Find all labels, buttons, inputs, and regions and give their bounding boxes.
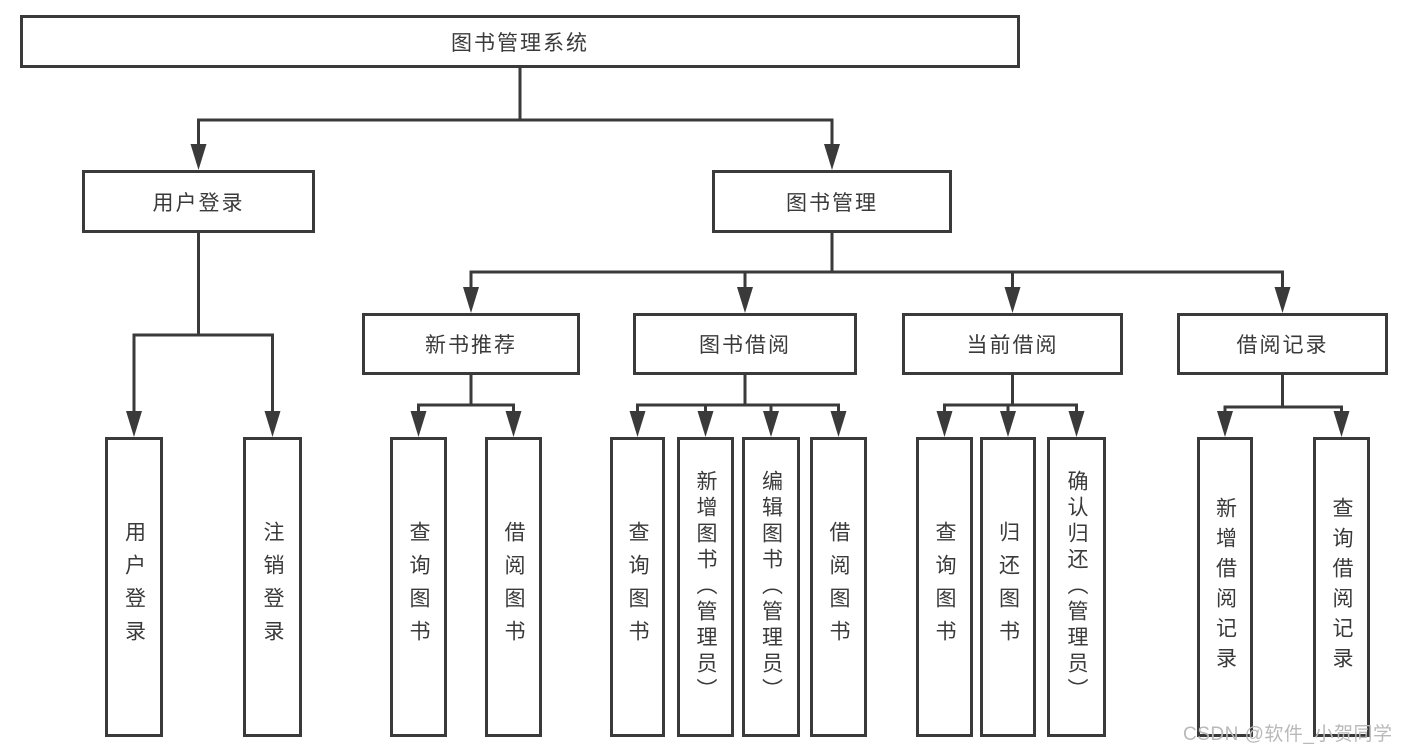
node-query-borrow-record: 查询借阅记录 <box>1313 437 1370 737</box>
node-label: 新书推荐 <box>425 334 517 357</box>
node-label: 查询借阅记录 <box>1330 497 1353 677</box>
node-book-borrowing: 图书借阅 <box>633 313 857 375</box>
node-label: 借阅图书 <box>502 521 525 653</box>
node-add-books-admin: 新增图书（管理员） <box>677 437 734 737</box>
node-label: 归还图书 <box>996 521 1020 653</box>
node-query-books-borrowing: 查询图书 <box>610 437 665 737</box>
node-query-books-current: 查询图书 <box>916 437 973 737</box>
node-label: 编辑图书（管理员） <box>759 470 783 704</box>
watermark-text: CSDN @软件_小贺同学 <box>1183 724 1393 745</box>
node-label: 借阅图书 <box>827 521 850 653</box>
node-label: 用户登录 <box>152 191 245 215</box>
node-label: 查询图书 <box>407 521 430 653</box>
node-book-management: 图书管理 <box>712 170 952 233</box>
node-library-system: 图书管理系统 <box>20 15 1020 68</box>
node-current-borrowing: 当前借阅 <box>902 313 1123 375</box>
node-user-login: 用户登录 <box>82 170 315 233</box>
node-label: 图书管理 <box>786 191 878 215</box>
node-label: 当前借阅 <box>966 334 1059 357</box>
node-label: 确认归还（管理员） <box>1065 470 1088 704</box>
node-label: 查询图书 <box>626 521 649 653</box>
node-label: 图书借阅 <box>699 334 791 357</box>
node-logout: 注销登录 <box>243 437 302 737</box>
node-label: 图书管理系统 <box>451 31 589 55</box>
node-borrow-books: 借阅图书 <box>810 437 867 737</box>
node-return-books: 归还图书 <box>980 437 1036 737</box>
node-label: 注销登录 <box>261 521 284 653</box>
node-label: 用户登录 <box>122 521 146 653</box>
node-query-books-recommend: 查询图书 <box>390 437 447 737</box>
node-user-login-leaf: 用户登录 <box>105 437 163 737</box>
node-label: 查询图书 <box>933 521 956 653</box>
node-label: 新增图书（管理员） <box>694 470 717 704</box>
node-label: 借阅记录 <box>1236 334 1329 357</box>
node-borrow-books-recommend: 借阅图书 <box>485 437 542 737</box>
node-borrow-records: 借阅记录 <box>1177 313 1388 375</box>
node-label: 新增借阅记录 <box>1213 497 1237 677</box>
node-add-borrow-record: 新增借阅记录 <box>1197 437 1253 737</box>
node-confirm-return-admin: 确认归还（管理员） <box>1047 437 1106 737</box>
node-edit-books-admin: 编辑图书（管理员） <box>742 437 800 737</box>
node-new-book-recommend: 新书推荐 <box>362 313 580 375</box>
